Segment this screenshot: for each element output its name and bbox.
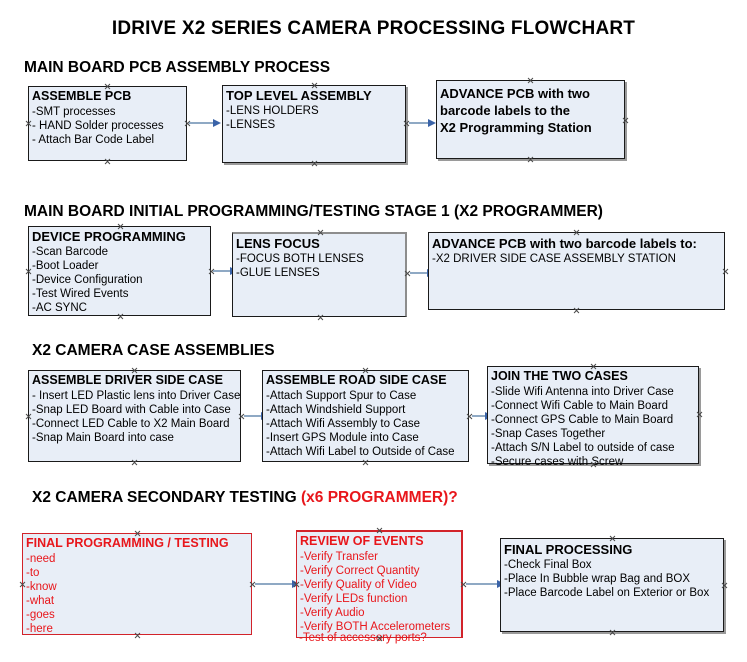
flow-box-title: FINAL PROCESSING [504, 542, 633, 557]
flow-box-line: -SMT processes [32, 106, 116, 118]
flow-box-join-the-two-cases[interactable]: JOIN THE TWO CASES -Slide Wifi Antenna i… [487, 366, 699, 468]
flow-box-line: -Attach Support Spur to Case [266, 390, 417, 402]
flow-box-line: -here [26, 623, 53, 635]
flow-box-line: -Connect Wifi Cable to Main Board [491, 400, 669, 412]
flow-box-line: -Verify Correct Quantity [300, 565, 420, 577]
flow-box-title-line2: barcode labels to the [440, 103, 571, 118]
flow-box-line: -Slide Wifi Antenna into Driver Case [491, 386, 674, 398]
flow-box-line: -Verify Audio [300, 607, 365, 619]
flow-box-line: -AC SYNC [32, 302, 87, 314]
connector-arrow [410, 269, 435, 277]
flow-box-line: -know [26, 581, 57, 593]
flow-box-line: -Secure cases with Screw [491, 456, 624, 468]
flow-box-assemble-driver-side-case[interactable]: ASSEMBLE DRIVER SIDE CASE - Insert LED P… [28, 370, 241, 462]
flow-box-line: -LENSES [226, 119, 276, 131]
section-heading-initial-programming: MAIN BOARD INITIAL PROGRAMMING/TESTING S… [24, 203, 603, 221]
flow-box-title: ADVANCE PCB with two [440, 86, 590, 101]
flow-box-line: -Attach Windshield Support [266, 404, 406, 416]
flow-box-line: - Insert LED Plastic lens into Driver Ca… [32, 390, 241, 402]
flow-box-line: -Check Final Box [504, 559, 592, 571]
flow-box-overflow-line: -Test of accessory ports? [299, 632, 427, 644]
flow-box-title: ASSEMBLE PCB [32, 89, 132, 103]
section-heading-case-assemblies: X2 CAMERA CASE ASSEMBLIES [32, 342, 275, 360]
flow-box-line: -Device Configuration [32, 274, 143, 286]
flow-box-line: -Verify LEDs function [300, 593, 408, 605]
flow-box-line: -goes [26, 609, 55, 621]
flow-box-line: -Connect LED Cable to X2 Main Board [32, 418, 230, 430]
flow-box-line: -Verify Transfer [300, 551, 378, 563]
connector-arrow [244, 412, 269, 420]
section-heading-pcb-assembly: MAIN BOARD PCB ASSEMBLY PROCESS [24, 59, 330, 77]
section-heading-text: X2 CAMERA SECONDARY TESTING [32, 489, 301, 506]
page-title: IDRIVE X2 SERIES CAMERA PROCESSING FLOWC… [111, 18, 636, 39]
flow-box-line: -FOCUS BOTH LENSES [236, 253, 364, 265]
flow-box-title: DEVICE PROGRAMMING [32, 229, 186, 244]
flow-box-advance-pcb-programming-station[interactable]: ADVANCE PCB with two barcode labels to t… [436, 80, 625, 159]
flow-box-advance-pcb-driver-side[interactable]: ADVANCE PCB with two barcode labels to: … [428, 232, 725, 310]
flow-box-line: -Verify Quality of Video [300, 579, 417, 591]
flow-box-assemble-road-side-case[interactable]: ASSEMBLE ROAD SIDE CASE -Attach Support … [262, 370, 469, 462]
flow-box-line: -Verify BOTH Accelerometers [300, 621, 451, 633]
flow-box-title: ADVANCE PCB with two barcode labels to: [432, 236, 697, 251]
section-heading-text: X2 CAMERA CASE ASSEMBLIES [32, 342, 275, 359]
connector-arrow [189, 119, 221, 127]
flow-box-line: -need [26, 553, 56, 565]
flow-box-line: -Connect GPS Cable to Main Board [491, 414, 674, 426]
flow-box-line: -Place In Bubble wrap Bag and BOX [504, 573, 691, 585]
section-heading-text: MAIN BOARD PCB ASSEMBLY PROCESS [24, 59, 331, 76]
section-heading-accent: (x6 PROGRAMMER)? [301, 489, 458, 506]
flow-box-title: REVIEW OF EVENTS [300, 534, 424, 548]
flow-box-top-level-assembly[interactable]: TOP LEVEL ASSEMBLY -LENS HOLDERS -LENSES [222, 85, 406, 163]
flow-box-final-processing[interactable]: FINAL PROCESSING -Check Final Box -Place… [500, 538, 724, 632]
flow-box-line: -Snap Main Board into case [32, 432, 174, 444]
flow-box-line: -Scan Barcode [32, 246, 109, 258]
flow-box-title: LENS FOCUS [236, 236, 320, 251]
flow-box-title: ASSEMBLE ROAD SIDE CASE [266, 373, 447, 387]
flow-box-line: - HAND Solder processes [32, 120, 164, 132]
connector-arrow [472, 412, 493, 420]
flow-box-title-line3: X2 Programming Station [440, 120, 592, 135]
flow-box-review-of-events[interactable]: REVIEW OF EVENTS -Verify Transfer -Verif… [296, 530, 463, 638]
flow-box-line: -Attach S/N Label to outside of case [491, 442, 675, 454]
flow-box-title: JOIN THE TWO CASES [491, 369, 628, 383]
flow-box-line: -Attach Wifi Label to Outside of Case [266, 446, 455, 458]
flow-box-line: -Insert GPS Module into Case [266, 432, 419, 444]
flow-box-line: -Attach Wifi Assembly to Case [266, 418, 421, 430]
flow-box-title: ASSEMBLE DRIVER SIDE CASE [32, 373, 224, 387]
flow-box-title: FINAL PROGRAMMING / TESTING [26, 536, 229, 550]
flow-box-line: -what [26, 595, 55, 607]
section-heading-text: MAIN BOARD INITIAL PROGRAMMING/TESTING S… [24, 203, 603, 220]
connector-arrow [213, 267, 238, 275]
flow-box-device-programming[interactable]: DEVICE PROGRAMMING -Scan Barcode -Boot L… [28, 226, 211, 316]
flow-box-lens-focus[interactable]: LENS FOCUS -FOCUS BOTH LENSES -GLUE LENS… [232, 232, 407, 317]
flow-box-line: -X2 DRIVER SIDE CASE ASSEMBLY STATION [432, 253, 676, 265]
connector-arrow [255, 580, 300, 588]
connector-arrow [466, 580, 505, 588]
flow-box-line: -Boot Loader [32, 260, 99, 272]
flow-box-line: -GLUE LENSES [236, 267, 320, 279]
flow-box-assemble-pcb[interactable]: ASSEMBLE PCB -SMT processes - HAND Solde… [28, 86, 187, 161]
flow-box-line: - Attach Bar Code Label [32, 134, 155, 146]
flow-box-line: -to [26, 567, 40, 579]
flow-box-line: -LENS HOLDERS [226, 105, 319, 117]
connector-arrow [409, 119, 436, 127]
flow-box-title: TOP LEVEL ASSEMBLY [226, 88, 372, 103]
flow-box-line: -Test Wired Events [32, 288, 129, 300]
flow-box-line: -Place Barcode Label on Exterior or Box [504, 587, 710, 599]
flow-box-final-programming-testing[interactable]: FINAL PROGRAMMING / TESTING -need -to -k… [22, 533, 252, 635]
section-heading-secondary-testing: X2 CAMERA SECONDARY TESTING (x6 PROGRAMM… [32, 489, 458, 507]
flow-box-line: -Snap LED Board with Cable into Case [32, 404, 231, 416]
flow-box-line: -Snap Cases Together [491, 428, 606, 440]
